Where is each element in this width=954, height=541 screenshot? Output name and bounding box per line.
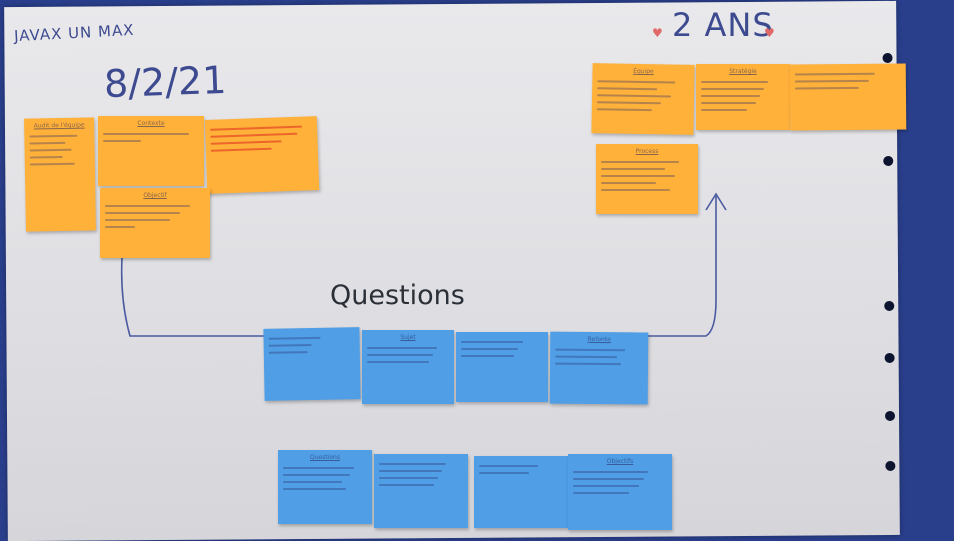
- sticky-note-text: Process: [635, 148, 659, 155]
- sticky-note-text: Objectif: [143, 192, 167, 199]
- sticky-note: [374, 454, 468, 528]
- heart-icon: ♥: [652, 26, 663, 40]
- sticky-note: Audit de l'équipe: [24, 117, 96, 232]
- sticky-note-text: Objectifs: [606, 458, 634, 465]
- sticky-note: Objectif: [100, 188, 210, 258]
- questions-label: Questions: [330, 280, 465, 311]
- sticky-note: Questions: [278, 450, 372, 524]
- date-label: 8/2/21: [103, 57, 228, 107]
- sticky-note: Stratégie: [696, 64, 790, 130]
- sticky-note-text: Stratégie: [729, 68, 757, 75]
- sticky-note: Sujet: [362, 330, 454, 404]
- sticky-note: Équipe: [591, 63, 695, 135]
- flow-line: [120, 196, 717, 337]
- sticky-note-text: [210, 120, 312, 124]
- sticky-note-text: [795, 68, 901, 69]
- sticky-note: [474, 456, 568, 528]
- sticky-note-text: Contexte: [137, 120, 165, 127]
- sticky-note-text: [268, 331, 354, 333]
- sticky-note: [263, 327, 361, 401]
- sticky-note: [204, 116, 320, 194]
- sticky-note: [789, 63, 907, 131]
- sticky-note: Objectifs: [568, 454, 672, 530]
- sticky-note: Refonte: [549, 331, 649, 405]
- sticky-note-text: Audit de l'équipe: [33, 121, 85, 130]
- sticky-note: [456, 332, 548, 402]
- sticky-note-text: Équipe: [633, 67, 654, 76]
- heart-icon: ♥: [764, 26, 775, 40]
- sticky-note-text: Sujet: [400, 334, 416, 341]
- sticky-note-text: Questions: [310, 454, 340, 461]
- sticky-note: Process: [596, 144, 698, 214]
- right-title: 2 ANS: [672, 6, 774, 44]
- sticky-note-text: Refonte: [587, 335, 611, 344]
- sticky-note: Contexte: [98, 116, 204, 186]
- arrow-head-icon: [705, 192, 727, 211]
